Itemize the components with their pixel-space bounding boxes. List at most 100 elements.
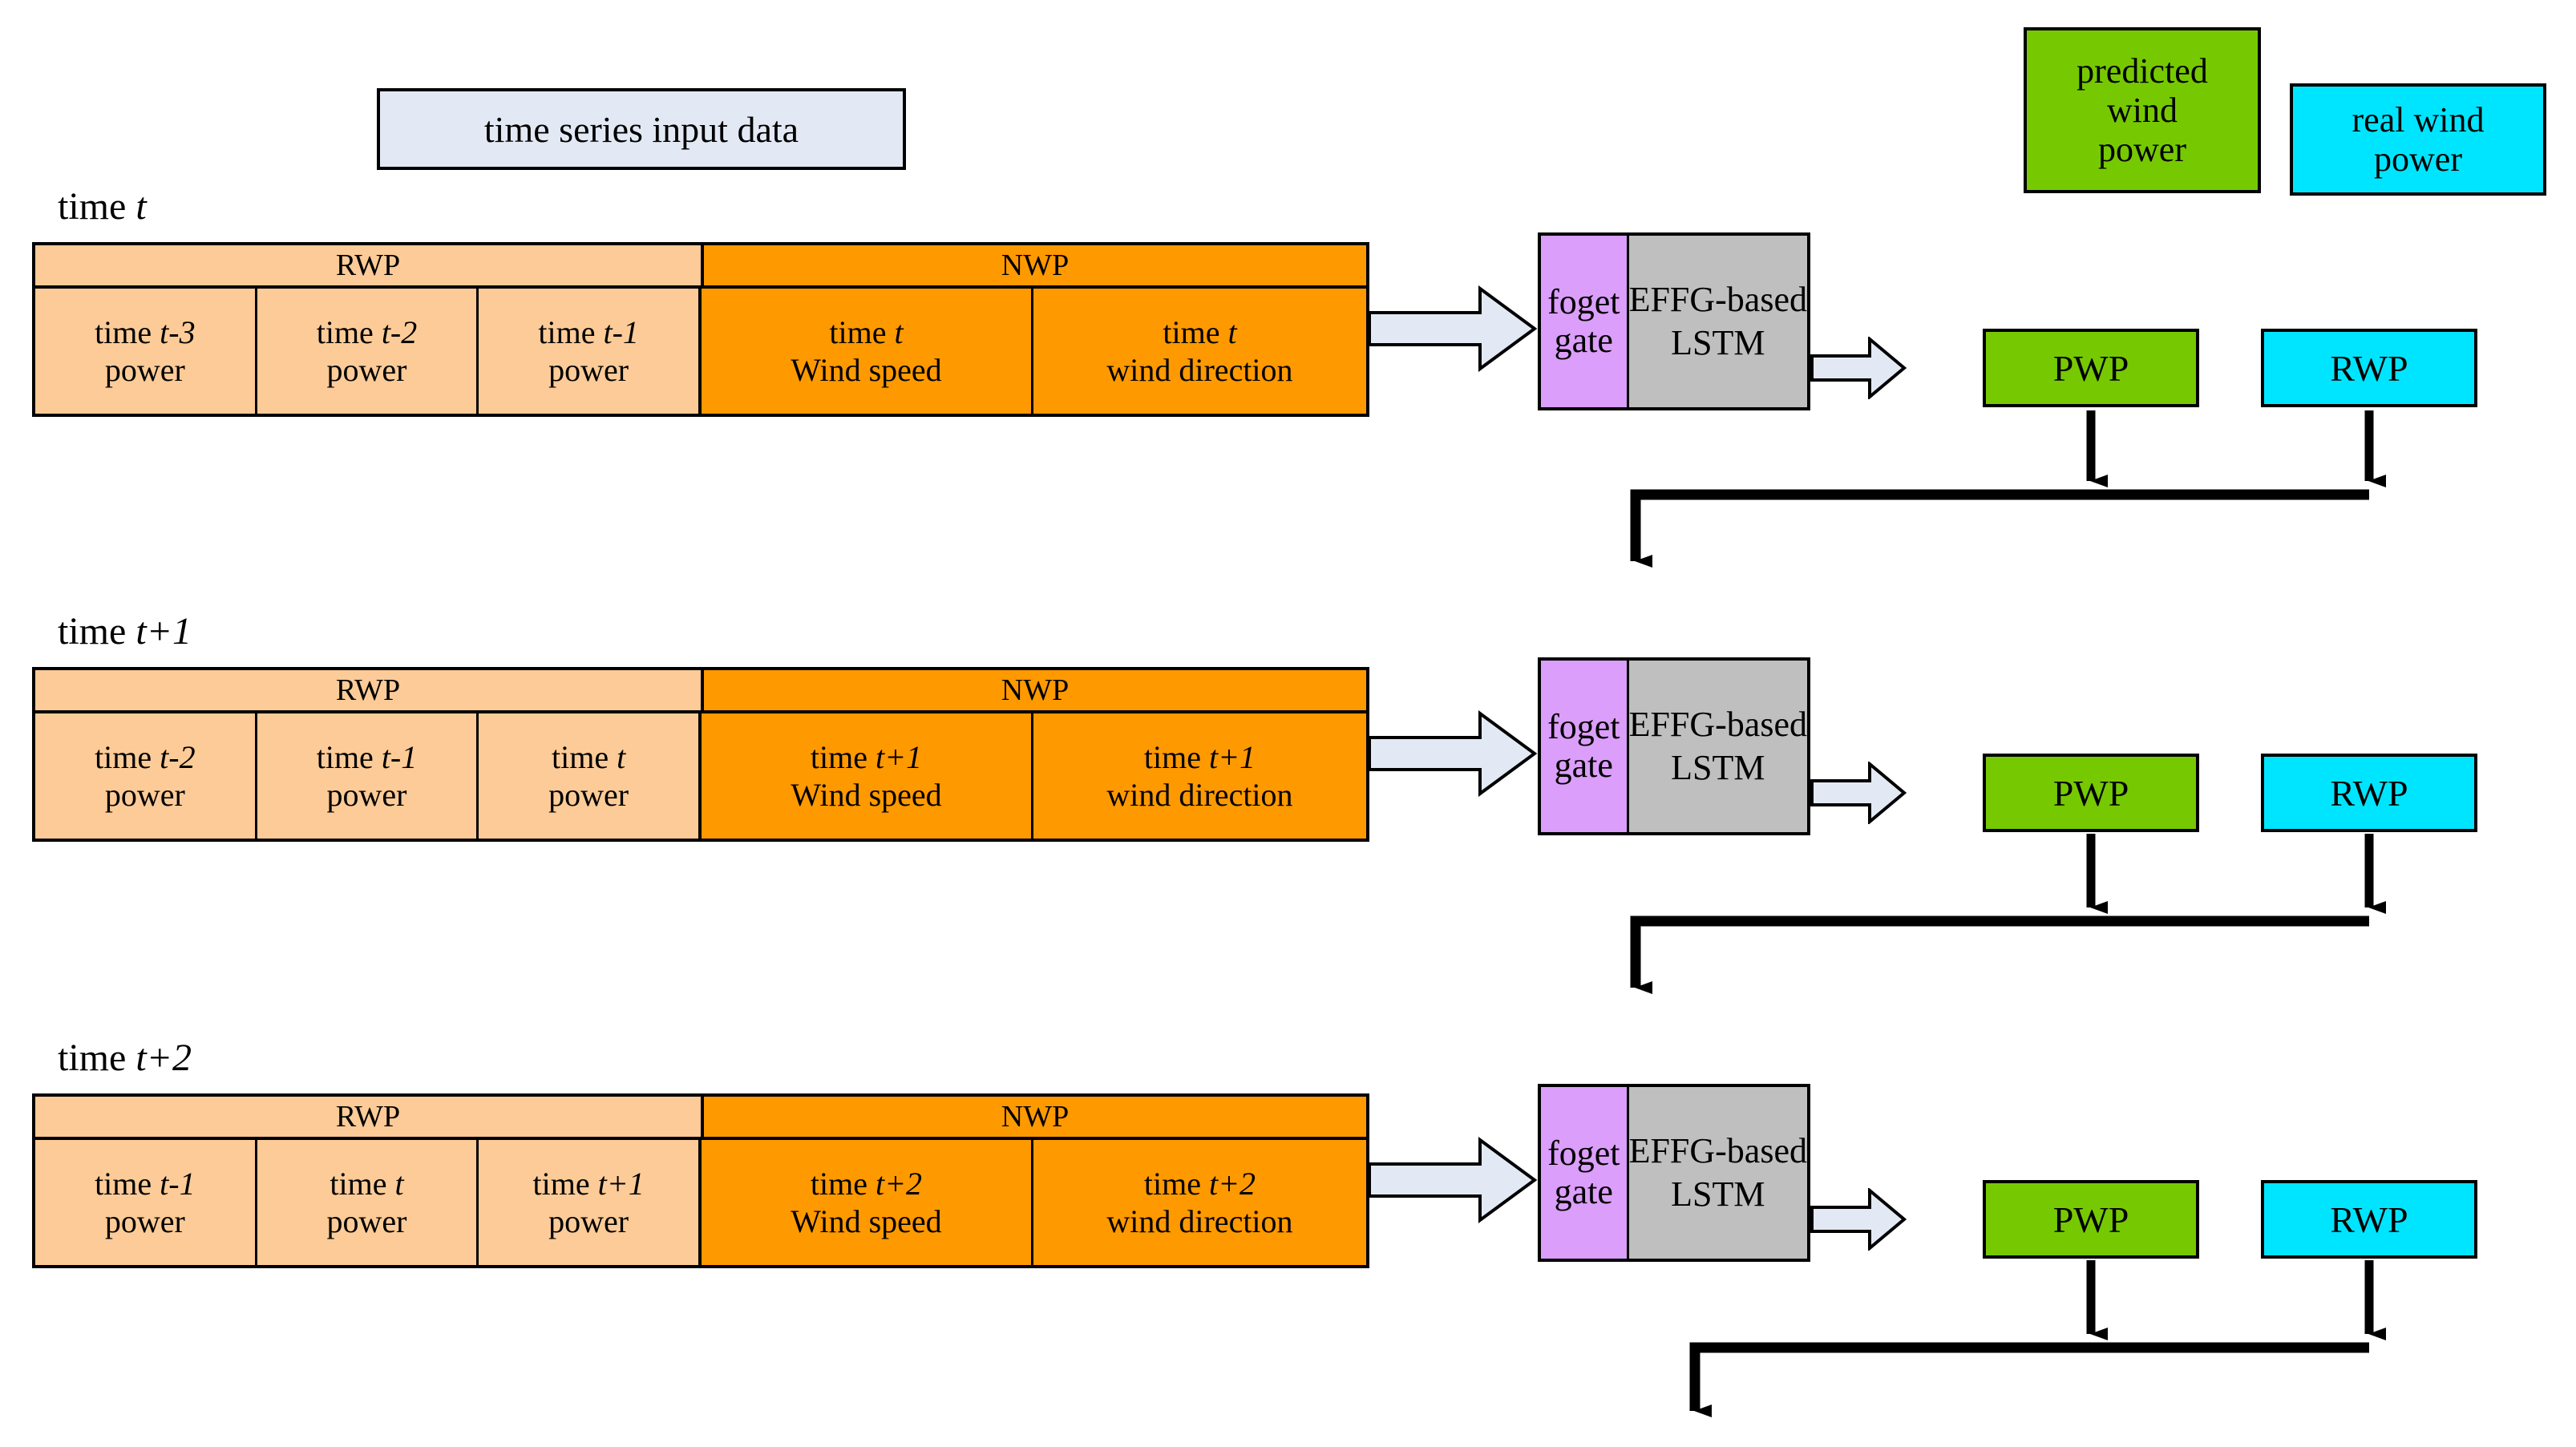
- cell-line-2: power: [326, 777, 407, 813]
- table-header-nwp: NWP: [701, 1097, 1366, 1140]
- lstm-line-2: LSTM: [1671, 323, 1765, 362]
- model-to-pwp-arrow-icon: [1810, 337, 1907, 399]
- legend-real-line-2: power: [2374, 139, 2462, 179]
- foget-gate-line-2: gate: [1554, 746, 1613, 785]
- rwp-output-box: RWP: [2261, 754, 2477, 832]
- cell-line-1: time t-2: [316, 313, 418, 350]
- legend-real-wind-power: real wind power: [2290, 83, 2546, 196]
- cell-line-1: time t+1: [532, 1165, 645, 1202]
- cell-line-2: wind direction: [1106, 777, 1293, 813]
- input-to-model-arrow-icon: [1368, 285, 1538, 372]
- input-to-model-arrow-icon: [1368, 710, 1538, 797]
- table-header-rwp: RWP: [35, 1097, 701, 1140]
- cell-line-1: time t+1: [810, 738, 923, 775]
- pwp-output-box: PWP: [1983, 1180, 2199, 1259]
- foget-gate-line-2: gate: [1554, 321, 1613, 360]
- legend-predicted-wind-power: predicted wind power: [2024, 27, 2261, 193]
- table-header-rwp: RWP: [35, 670, 701, 713]
- lstm-line-1: EFFG-based: [1628, 1131, 1807, 1171]
- foget-gate-line-1: foget: [1547, 706, 1620, 746]
- foget-gate-line-1: foget: [1547, 1133, 1620, 1173]
- cell-line-2: power: [548, 1203, 629, 1239]
- cell-line-2: Wind speed: [791, 352, 942, 388]
- lstm-line-1: EFFG-based: [1628, 280, 1807, 320]
- row-time-label: time t+1: [58, 610, 192, 653]
- cell-line-1: time t-1: [95, 1165, 196, 1202]
- legend-time-series-input-data: time series input data: [377, 88, 906, 170]
- cell-line-1: time t: [1163, 313, 1237, 350]
- model-to-pwp-arrow-icon: [1810, 1188, 1907, 1251]
- table-header-nwp: NWP: [701, 670, 1366, 713]
- cell-line-1: time t+2: [1143, 1165, 1256, 1202]
- cell-line-2: power: [326, 1203, 407, 1239]
- cell-line-2: power: [548, 352, 629, 388]
- pwp-output-box: PWP: [1983, 329, 2199, 407]
- lstm-line-1: EFFG-based: [1628, 705, 1807, 745]
- model-to-pwp-arrow-icon: [1810, 762, 1907, 824]
- row-time-label: time t: [58, 185, 147, 228]
- legend-predicted-line-1: predicted: [2077, 51, 2208, 91]
- cell-line-2: wind direction: [1106, 1203, 1293, 1239]
- row-time-label: time t+2: [58, 1037, 192, 1079]
- cell-line-1: time t: [330, 1165, 404, 1202]
- cell-line-2: power: [326, 352, 407, 388]
- cell-line-2: power: [548, 777, 629, 813]
- lstm-line-2: LSTM: [1671, 748, 1765, 787]
- cell-line-2: Wind speed: [791, 777, 942, 813]
- cell-line-1: time t-3: [95, 313, 196, 350]
- cell-line-1: time t: [829, 313, 904, 350]
- cell-line-1: time t+2: [810, 1165, 923, 1202]
- foget-gate-line-2: gate: [1554, 1172, 1613, 1211]
- legend-predicted-line-2: wind: [2107, 90, 2178, 130]
- foget-gate-line-1: foget: [1547, 281, 1620, 321]
- cell-line-2: wind direction: [1106, 352, 1293, 388]
- input-to-model-arrow-icon: [1368, 1137, 1538, 1223]
- cell-line-2: power: [104, 777, 185, 813]
- table-header-rwp: RWP: [35, 245, 701, 289]
- rwp-output-box: RWP: [2261, 329, 2477, 407]
- cell-line-2: Wind speed: [791, 1203, 942, 1239]
- pwp-output-box: PWP: [1983, 754, 2199, 832]
- cell-line-2: power: [104, 1203, 185, 1239]
- cell-line-2: power: [104, 352, 185, 388]
- lstm-line-2: LSTM: [1671, 1174, 1765, 1214]
- cell-line-1: time t-1: [316, 738, 418, 775]
- cell-line-1: time t-1: [538, 313, 639, 350]
- table-header-nwp: NWP: [701, 245, 1366, 289]
- cell-line-1: time t: [552, 738, 626, 775]
